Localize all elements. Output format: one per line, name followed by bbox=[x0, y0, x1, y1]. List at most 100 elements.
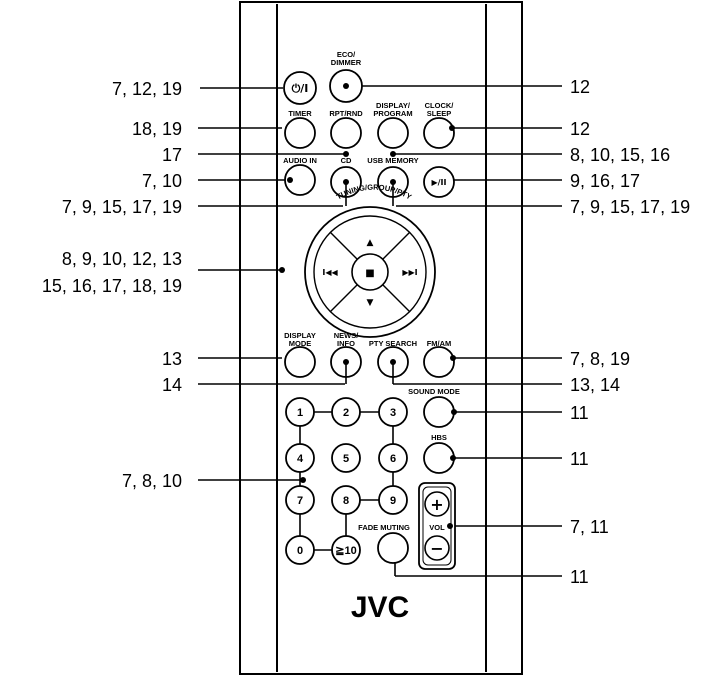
audio-in-button[interactable]: AUDIO IN bbox=[283, 156, 317, 196]
display-program-button[interactable]: DISPLAY/ PROGRAM bbox=[373, 101, 413, 157]
leader-dot-icon bbox=[343, 179, 349, 185]
page-references: 7, 12, 19 12 18, 19 12 17 8, 10, 15, 16 … bbox=[42, 77, 690, 587]
volume-up-button[interactable]: + bbox=[424, 491, 450, 517]
ref-fm-am: 7, 8, 19 bbox=[570, 349, 630, 369]
stop-icon: ■ bbox=[365, 268, 374, 279]
number-button-9[interactable]: 9 bbox=[378, 485, 408, 515]
number-4-label: 4 bbox=[297, 453, 304, 465]
leader-dot-icon bbox=[279, 267, 285, 273]
tuning-up-button[interactable]: ▲ bbox=[367, 238, 374, 248]
cd-button[interactable]: CD bbox=[330, 156, 362, 206]
number-7-label: 7 bbox=[297, 495, 303, 507]
number-button-4[interactable]: 4 bbox=[285, 443, 315, 473]
tuning-down-button[interactable]: ▼ bbox=[367, 298, 374, 308]
ref-usb-memory: 7, 9, 15, 17, 19 bbox=[570, 197, 690, 217]
number-button-1[interactable]: 1 bbox=[285, 397, 315, 427]
previous-button[interactable]: I◀◀ bbox=[322, 268, 338, 277]
display-mode-button[interactable]: DISPLAY MODE bbox=[284, 331, 316, 378]
leader-dot-icon bbox=[390, 151, 396, 157]
minus-icon: − bbox=[430, 539, 443, 558]
ref-display-program: 8, 10, 15, 16 bbox=[570, 145, 670, 165]
ref-vol: 7, 11 bbox=[570, 517, 609, 537]
clock-sleep-label-2: SLEEP bbox=[427, 109, 452, 118]
leader-dot-icon bbox=[343, 151, 349, 157]
number-3-label: 3 bbox=[390, 407, 396, 419]
plus-icon: + bbox=[430, 495, 443, 514]
number-button-3[interactable]: 3 bbox=[378, 397, 408, 427]
tuning-dpad[interactable]: TUNING/GROUP/PTY bbox=[279, 183, 441, 338]
rpt-rnd-button[interactable]: RPT/RND bbox=[329, 109, 363, 157]
hbs-label: HBS bbox=[431, 433, 447, 442]
news-info-button[interactable]: NEWS/ INFO bbox=[330, 331, 362, 384]
ref-cd: 7, 9, 15, 17, 19 bbox=[62, 197, 182, 217]
clock-sleep-label-1: CLOCK/ bbox=[425, 101, 455, 110]
fm-am-label: FM/AM bbox=[427, 339, 452, 348]
next-icon: ▶▶I bbox=[402, 268, 417, 277]
ref-display-mode: 13 bbox=[162, 349, 182, 369]
ref-news-info: 14 bbox=[162, 375, 182, 395]
ref-pty-search: 13, 14 bbox=[570, 375, 620, 395]
power-button[interactable]: ⏻/I bbox=[283, 71, 317, 105]
usb-memory-label: USB MEMORY bbox=[367, 156, 418, 165]
sound-mode-button[interactable]: SOUND MODE bbox=[408, 387, 460, 428]
hbs-button[interactable]: HBS bbox=[423, 433, 456, 474]
ref-tuning-line1: 8, 9, 10, 12, 13 bbox=[62, 249, 182, 269]
number-button-2[interactable]: 2 bbox=[331, 397, 361, 427]
display-program-label-1: DISPLAY/ bbox=[376, 101, 411, 110]
eco-dimmer-label-1: ECO/ bbox=[337, 50, 356, 59]
clock-sleep-button[interactable]: CLOCK/ SLEEP bbox=[423, 101, 455, 149]
play-pause-icon: ▶/II bbox=[431, 178, 446, 187]
number-button-10plus[interactable]: ≧10 bbox=[331, 535, 361, 565]
number-button-7[interactable]: 7 bbox=[285, 485, 315, 515]
number-0-label: 0 bbox=[297, 545, 303, 557]
fm-am-button[interactable]: FM/AM bbox=[423, 339, 456, 378]
down-arrow-icon: ▼ bbox=[367, 298, 374, 308]
ref-fade-muting: 11 bbox=[570, 567, 589, 587]
play-pause-button[interactable]: ▶/II bbox=[423, 166, 455, 198]
ref-eco-dimmer: 12 bbox=[570, 77, 590, 97]
audio-in-label: AUDIO IN bbox=[283, 156, 317, 165]
fade-muting-button[interactable]: FADE MUTING bbox=[358, 523, 410, 564]
leader-dot-icon bbox=[300, 477, 306, 483]
news-info-label-1: NEWS/ bbox=[334, 331, 360, 340]
leader-dot-icon bbox=[287, 177, 293, 183]
ref-sound-mode: 11 bbox=[570, 403, 589, 423]
number-button-0[interactable]: 0 bbox=[285, 535, 315, 565]
leader-lines bbox=[198, 85, 562, 577]
number-10plus-label: ≧10 bbox=[335, 545, 356, 557]
stop-button[interactable]: ■ bbox=[365, 268, 374, 279]
number-button-6[interactable]: 6 bbox=[378, 443, 408, 473]
eco-dimmer-button[interactable]: ECO/ DIMMER bbox=[329, 50, 363, 103]
number-1-label: 1 bbox=[297, 407, 303, 419]
remote-body bbox=[239, 1, 523, 675]
next-button[interactable]: ▶▶I bbox=[402, 268, 417, 277]
number-button-5[interactable]: 5 bbox=[331, 443, 361, 473]
number-5-label: 5 bbox=[343, 453, 349, 465]
ref-play-pause: 9, 16, 17 bbox=[570, 171, 640, 191]
news-info-label-2: INFO bbox=[337, 339, 355, 348]
number-2-label: 2 bbox=[343, 407, 349, 419]
pty-search-button[interactable]: PTY SEARCH bbox=[369, 339, 417, 384]
pty-search-label: PTY SEARCH bbox=[369, 339, 417, 348]
previous-icon: I◀◀ bbox=[322, 268, 338, 277]
ref-numbers: 7, 8, 10 bbox=[122, 471, 182, 491]
ref-audio-in: 7, 10 bbox=[142, 171, 182, 191]
display-mode-label-1: DISPLAY bbox=[284, 331, 316, 340]
jvc-logo: JVC bbox=[351, 591, 409, 624]
usb-memory-button[interactable]: USB MEMORY bbox=[367, 156, 419, 206]
ref-hbs: 11 bbox=[570, 449, 589, 469]
number-button-8[interactable]: 8 bbox=[331, 485, 361, 515]
leader-dot-icon bbox=[343, 359, 349, 365]
display-program-label-2: PROGRAM bbox=[373, 109, 412, 118]
eco-dimmer-label-2: DIMMER bbox=[331, 58, 362, 67]
number-6-label: 6 bbox=[390, 453, 396, 465]
leader-dot-icon bbox=[390, 359, 396, 365]
fade-muting-label: FADE MUTING bbox=[358, 523, 410, 532]
cd-label: CD bbox=[341, 156, 352, 165]
ref-clock-sleep: 12 bbox=[570, 119, 590, 139]
volume-down-button[interactable]: − bbox=[424, 535, 450, 561]
up-arrow-icon: ▲ bbox=[367, 238, 374, 248]
display-mode-label-2: MODE bbox=[289, 339, 312, 348]
timer-button[interactable]: TIMER bbox=[284, 109, 316, 149]
